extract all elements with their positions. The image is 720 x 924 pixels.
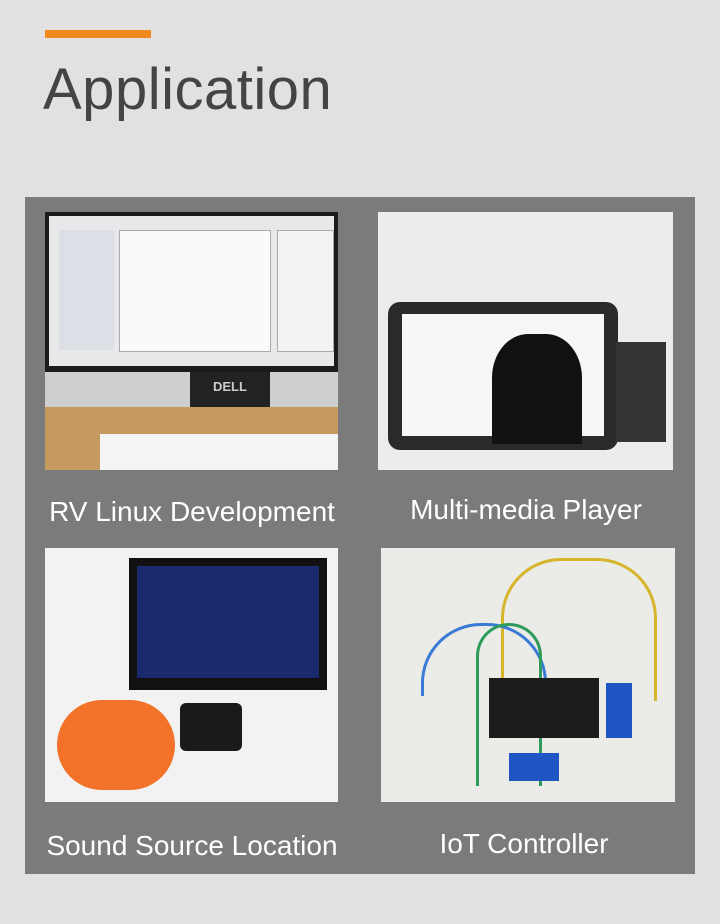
page-title: Application <box>43 57 333 122</box>
caption-iot-controller: IoT Controller <box>439 828 609 859</box>
title-accent-bar <box>45 30 151 38</box>
dell-logo: DELL <box>213 379 247 394</box>
caption-sound-source-location: Sound Source Location <box>46 830 338 861</box>
sound-source-location-photo <box>45 548 338 802</box>
caption-multimedia-player: Multi-media Player <box>410 494 642 525</box>
iot-controller-photo <box>381 548 675 802</box>
caption-rv-linux-development: RV Linux Development <box>49 496 335 527</box>
rv-linux-development-photo: DELL <box>45 212 338 470</box>
multimedia-player-photo <box>378 212 673 470</box>
